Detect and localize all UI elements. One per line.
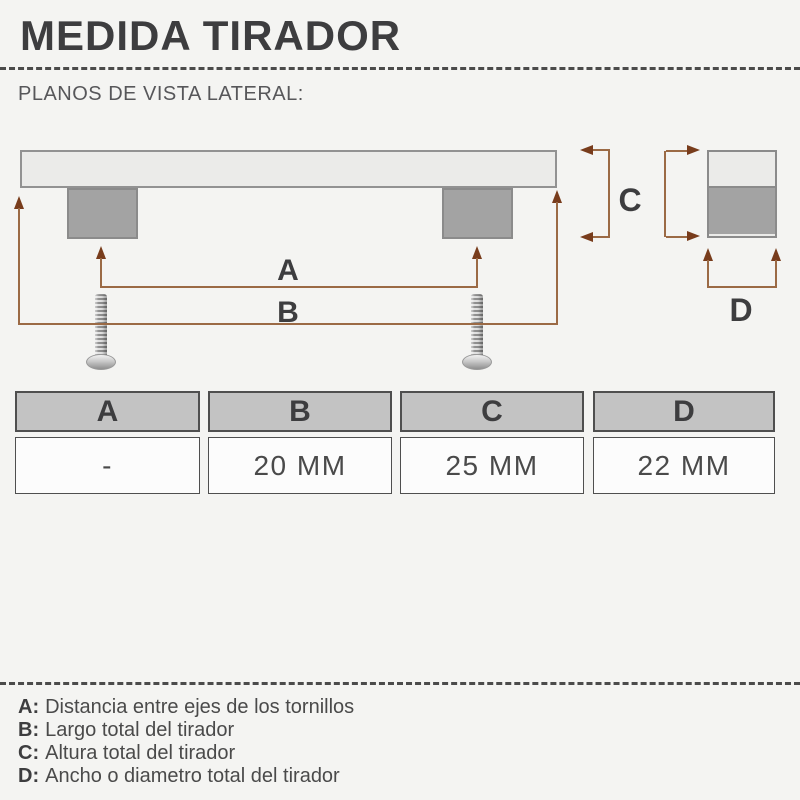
divider-dashed-top [0,67,800,70]
endview-bottom-line [666,236,687,238]
screw-right-head [462,354,492,370]
dimension-c-label: C [618,182,642,218]
table-header-d: D [593,391,775,432]
dimension-b-label: B [277,296,299,329]
arrow-up-icon [14,196,24,209]
arrow-up-icon [771,248,781,261]
table-header-b: B [208,391,392,432]
arrow-up-icon [96,246,106,259]
dimension-a-line [100,286,478,288]
handle-end-bar-section [709,152,775,188]
arrow-right-icon [687,231,700,241]
section-subtitle: PLANOS DE VISTA LATERAL: [18,83,304,105]
dimension-c-bottom-line [593,236,610,238]
arrow-left-icon [580,232,593,242]
handle-left-post-shape [67,188,138,239]
table-value-b: 20 MM [208,437,392,494]
dimension-c-line [608,150,610,238]
legend-text-d: Ancho o diametro total del tirador [45,765,340,787]
legend-item-d: D:Ancho o diametro total del tirador [18,765,340,788]
dimension-b-right-line [556,202,558,325]
handle-end-shape [707,150,777,238]
legend-text-c: Altura total del tirador [45,742,236,764]
table-header-a: A [15,391,200,432]
endview-top-line [666,150,687,152]
screw-left-shaft [95,294,107,358]
legend-text-a: Distancia entre ejes de los tornillos [45,696,355,718]
dimension-d-right-line [775,260,777,287]
table-value-c: 25 MM [400,437,584,494]
legend-key-c: C: [18,742,40,764]
arrow-up-icon [472,246,482,259]
handle-end-post-section [709,188,775,234]
table-value-a: - [15,437,200,494]
legend-item-a: A:Distancia entre ejes de los tornillos [18,696,354,719]
legend-text-b: Largo total del tirador [45,719,235,741]
legend-item-c: C:Altura total del tirador [18,742,235,765]
legend-item-b: B:Largo total del tirador [18,719,234,742]
dimension-b-left-line [18,208,20,325]
arrow-up-icon [552,190,562,203]
handle-right-post-shape [442,188,513,239]
legend-key-b: B: [18,719,40,741]
screw-right-shaft [471,294,483,358]
legend-key-a: A: [18,696,40,718]
dimension-d-left-line [707,260,709,287]
dimension-b-line [18,323,558,325]
page-title: MEDIDA TIRADOR [20,12,402,59]
arrow-right-icon [687,145,700,155]
endview-height-line [664,151,666,237]
dimension-a-right-line [476,258,478,288]
legend-key-d: D: [18,765,40,787]
divider-dashed-bottom [0,682,800,685]
dimension-c-top-line [593,149,610,151]
screw-left-head [86,354,116,370]
table-value-d: 22 MM [593,437,775,494]
dimension-a-left-line [100,258,102,288]
dimension-d-line [707,286,777,288]
dimension-a-label: A [277,254,299,287]
table-header-c: C [400,391,584,432]
handle-bar-shape [20,150,557,188]
dimension-d-label: D [729,292,753,328]
arrow-left-icon [580,145,593,155]
arrow-up-icon [703,248,713,261]
